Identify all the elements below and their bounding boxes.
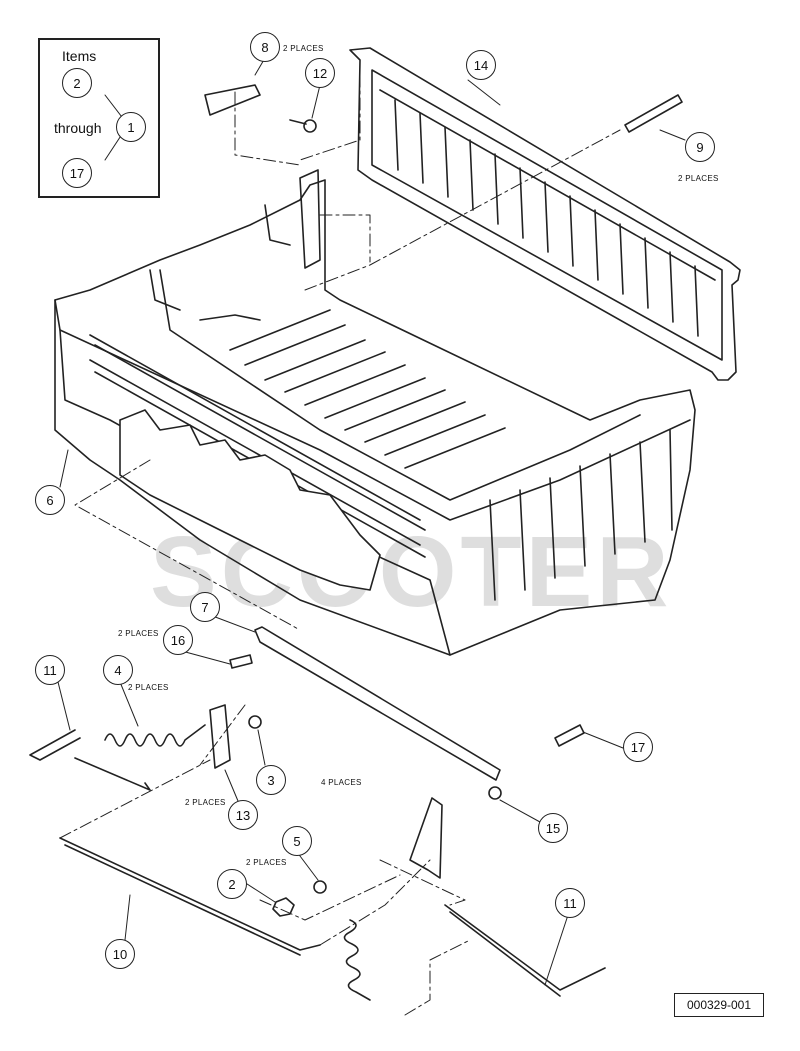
callout-1-legend: 1	[116, 112, 146, 142]
legend-range-word: through	[54, 120, 102, 136]
screw-shank	[289, 119, 307, 125]
note-item8: 2 PLACES	[283, 44, 324, 53]
latch-bracket	[299, 169, 321, 269]
bracket-left	[209, 704, 231, 769]
callout-6: 6	[35, 485, 65, 515]
callout-17-legend: 17	[62, 158, 92, 188]
washer-3	[248, 715, 262, 729]
bolt-16	[229, 654, 253, 669]
screw-12	[303, 119, 317, 133]
bushing-15	[488, 786, 502, 800]
figure-id: 000329-001	[674, 993, 764, 1017]
lever-right	[444, 904, 606, 997]
washer-5	[313, 880, 327, 894]
callout-10: 10	[105, 939, 135, 969]
nut-2	[272, 897, 295, 917]
note-item16: 2 PLACES	[118, 629, 159, 638]
callout-9: 9	[685, 132, 715, 162]
callout-3: 3	[256, 765, 286, 795]
legend-title: Items	[62, 48, 97, 64]
bolt-17	[554, 724, 585, 747]
callout-8: 8	[250, 32, 280, 62]
callout-14: 14	[466, 50, 496, 80]
spring-left	[104, 724, 206, 747]
cargo-bed	[54, 179, 696, 656]
note-item9: 2 PLACES	[678, 174, 719, 183]
callout-7: 7	[190, 592, 220, 622]
callout-5: 5	[282, 826, 312, 856]
callout-2-legend: 2	[62, 68, 92, 98]
note-item3: 4 PLACES	[321, 778, 362, 787]
spring-right	[343, 919, 371, 1001]
callout-13: 13	[228, 800, 258, 830]
pin-part	[624, 94, 683, 133]
note-item13: 2 PLACES	[185, 798, 226, 807]
callout-4: 4	[103, 655, 133, 685]
clip-part	[204, 84, 261, 116]
callout-16: 16	[163, 625, 193, 655]
bracket-right	[409, 797, 443, 879]
callout-11-right: 11	[555, 888, 585, 918]
callout-12: 12	[305, 58, 335, 88]
support-rod	[254, 626, 501, 781]
rod-10	[59, 837, 321, 956]
legend-box: Items through	[38, 38, 160, 198]
note-item5: 2 PLACES	[246, 858, 287, 867]
lever-left	[29, 729, 151, 791]
note-item4: 2 PLACES	[128, 683, 169, 692]
callout-17: 17	[623, 732, 653, 762]
callout-15: 15	[538, 813, 568, 843]
tailgate	[349, 47, 741, 381]
callout-11-left: 11	[35, 655, 65, 685]
callout-2: 2	[217, 869, 247, 899]
